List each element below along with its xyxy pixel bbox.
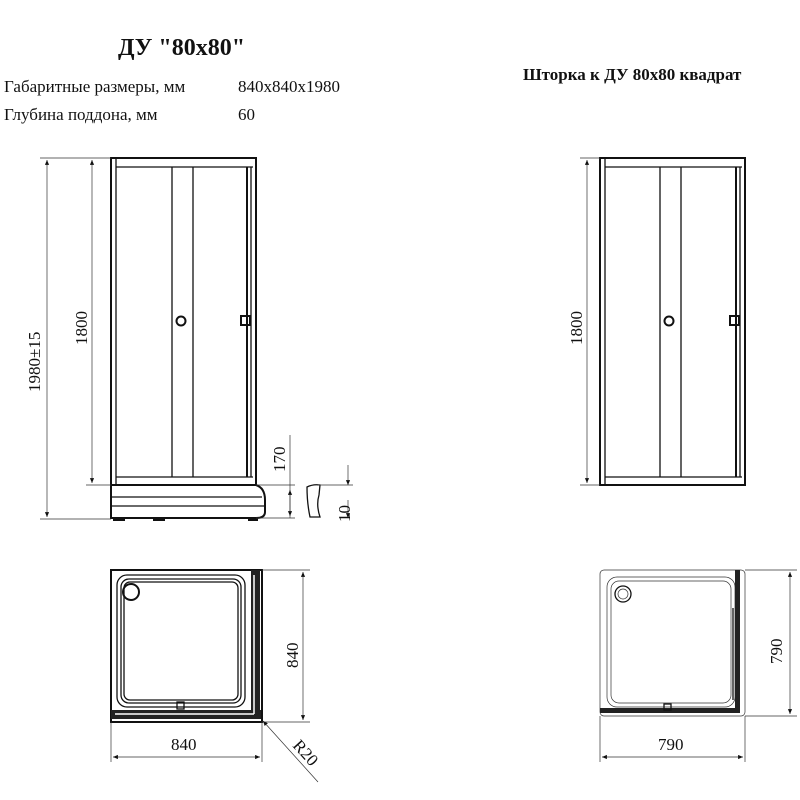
dim-cabin-depth: 840: [283, 643, 302, 669]
drain-icon: [122, 583, 140, 601]
hinge-icon: [729, 315, 740, 326]
cabin-front-view: 1980±15 1800 170 10: [25, 157, 354, 522]
dim-curtain-height: 1800: [567, 311, 586, 345]
spec-label-dimensions: Габаритные размеры, мм: [4, 77, 185, 96]
spec-label-tray-depth: Глубина поддона, мм: [4, 105, 158, 124]
dim-door-height: 1800: [72, 311, 91, 345]
dim-curtain-depth: 790: [767, 639, 786, 665]
dim-curtain-width: 790: [658, 735, 684, 754]
shower-tray: [110, 484, 266, 519]
spec-value-dimensions: 840x840x1980: [238, 77, 340, 96]
page-title: ДУ "80x80": [118, 35, 245, 61]
dim-total-height: 1980±15: [25, 332, 44, 392]
cabin-top-view: 840 840 R20: [110, 569, 322, 783]
dim-corner-radius: R20: [289, 736, 322, 770]
spec-value-tray-depth: 60: [238, 105, 255, 124]
curtain-title: Шторка к ДУ 80x80 квадрат: [523, 65, 742, 84]
curtain-top-view: 790 790: [599, 569, 797, 762]
curtain-front-view: 1800: [567, 157, 746, 486]
door-knob-icon: [663, 315, 675, 327]
door-knob-icon: [175, 315, 187, 327]
dim-rim-height: 10: [335, 505, 354, 522]
drain-icon: [614, 585, 632, 603]
hinge-icon: [240, 315, 251, 326]
dim-pallet-height: 170: [270, 447, 289, 473]
dim-cabin-width: 840: [171, 735, 197, 754]
tray-rim-profile: [306, 484, 321, 518]
